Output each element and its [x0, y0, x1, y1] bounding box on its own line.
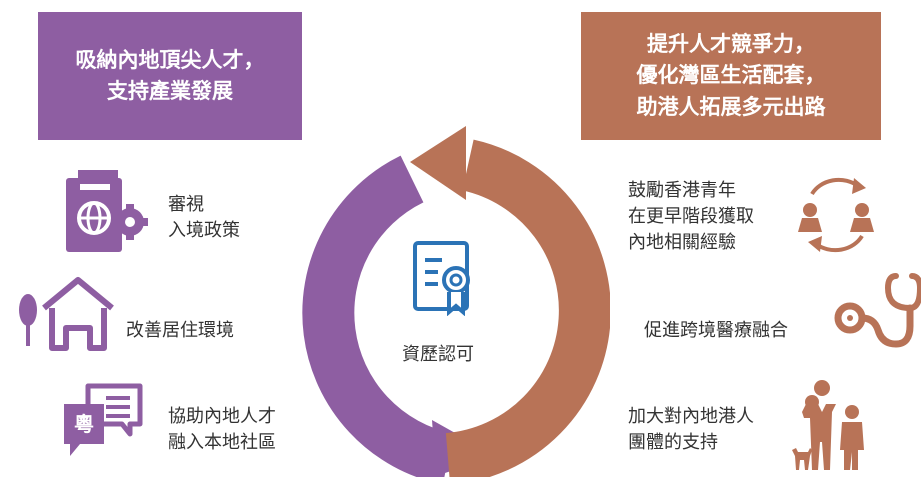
chat-glyph: 粵	[74, 412, 94, 436]
people-exchange-icon	[792, 172, 882, 258]
left-item-3-label: 協助內地人才 融入本地社區	[168, 406, 276, 454]
cantonese-chat-icon	[60, 382, 144, 462]
left-item-1-label: 審視 入境政策	[168, 194, 240, 242]
cycle-arc-right	[445, 139, 610, 477]
header-left-box: 吸納內地頂尖人才， 支持產業發展	[38, 12, 302, 140]
header-right-text: 提升人才競爭力， 優化灣區生活配套， 助港人拓展多元出路	[636, 31, 826, 119]
house-tree-icon	[16, 272, 116, 354]
cycle-arc-left	[302, 155, 454, 477]
header-left-text: 吸納內地頂尖人才， 支持產業發展	[75, 47, 265, 104]
family-icon	[792, 378, 878, 473]
right-item-2-label: 促進跨境醫療融合	[644, 320, 788, 341]
cycle-diagram	[302, 126, 610, 477]
header-right-box: 提升人才競爭力， 優化灣區生活配套， 助港人拓展多元出路	[581, 12, 881, 140]
right-item-1-label: 鼓勵香港青年 在更早階段獲取 內地相關經驗	[628, 180, 754, 254]
stethoscope-icon	[826, 268, 921, 358]
cycle-arrowhead-top	[410, 126, 466, 200]
center-label: 資歷認可	[402, 344, 474, 365]
right-item-3-label: 加大對內地港人 團體的支持	[628, 406, 754, 454]
left-item-2-label: 改善居住環境	[126, 320, 234, 341]
certificate-icon	[412, 240, 478, 316]
passport-gear-icon	[60, 170, 152, 258]
